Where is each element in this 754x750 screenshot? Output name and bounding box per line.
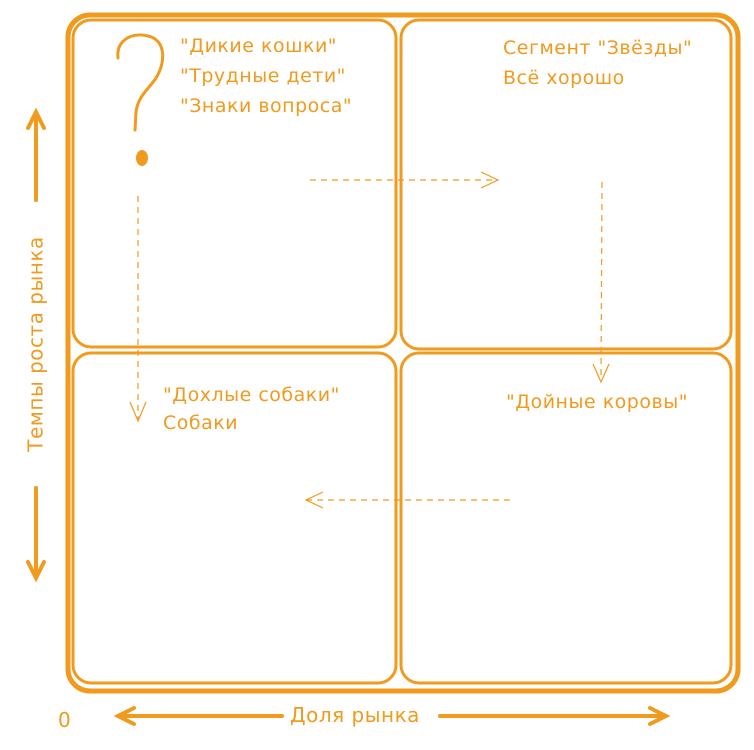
- quadrant-label-line: "Дойные коровы": [506, 391, 688, 413]
- quadrant-label-line: "Дохлые собаки": [163, 384, 340, 406]
- flow-arrow-down-left: [129, 196, 147, 423]
- y-axis-arrow: [26, 107, 46, 583]
- quadrant-label-line: Сегмент "Звёзды": [503, 37, 693, 59]
- quadrant-label-line: Собаки: [163, 412, 239, 434]
- quadrant-bottom-right-box: [399, 351, 733, 685]
- flow-arrow-down-right: [592, 181, 610, 384]
- outer-frame: [65, 12, 741, 694]
- quadrant-bottom-left-label: "Дохлые собаки" Собаки: [163, 383, 340, 436]
- quadrant-top-right-box: [399, 18, 733, 351]
- quadrant-top-left-label: "Дикие кошки" "Трудные дети" "Знаки вопр…: [180, 34, 352, 119]
- flow-arrow-left: [304, 491, 510, 509]
- x-axis-label: Доля рынка: [290, 703, 420, 727]
- quadrant-top-right-label: Сегмент "Звёзды" Всё хорошо: [503, 36, 692, 91]
- quadrant-bottom-right-label: "Дойные коровы": [506, 390, 688, 415]
- quadrant-top-left-box: [71, 18, 398, 349]
- quadrant-label-line: "Дикие кошки": [180, 35, 338, 57]
- origin-label: 0: [58, 708, 72, 732]
- quadrant-label-line: "Знаки вопроса": [180, 95, 353, 117]
- flow-arrow-right: [310, 171, 500, 189]
- quadrant-label-line: Всё хорошо: [503, 67, 625, 89]
- x-axis-arrow: [113, 706, 671, 726]
- y-axis-label: Темпы роста рынка: [23, 236, 48, 452]
- quadrant-label-line: "Трудные дети": [180, 65, 346, 87]
- question-mark-icon: [116, 33, 165, 166]
- quadrant-bottom-left-box: [71, 351, 398, 685]
